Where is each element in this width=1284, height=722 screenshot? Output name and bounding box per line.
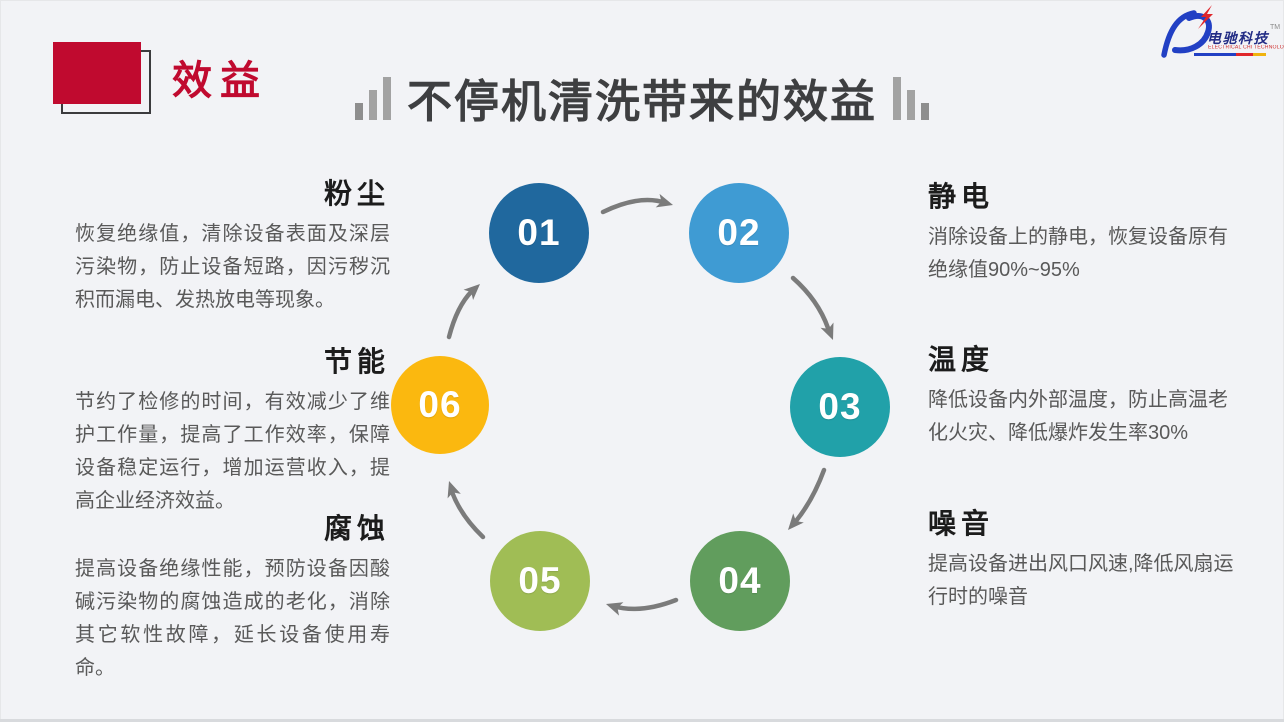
benefit-block-corrosion: 腐蚀 提高设备绝缘性能，预防设备因酸碱污染物的腐蚀造成的老化，消除其它软性故障，… bbox=[75, 513, 390, 685]
benefit-title: 静电 bbox=[928, 181, 995, 212]
benefit-block-temperature: 温度 降低设备内外部温度，防止高温老化火灾、降低爆炸发生率30% bbox=[928, 344, 1243, 450]
lightning-icon bbox=[1198, 5, 1213, 29]
benefit-block-energy: 节能 节约了检修的时间，有效减少了维护工作量，提高了工作效率，保障设备稳定运行，… bbox=[75, 346, 390, 518]
section-badge bbox=[53, 42, 141, 104]
step-number: 01 bbox=[517, 212, 561, 253]
section-title: 效益 bbox=[172, 59, 268, 103]
benefit-body: 提高设备进出风口风速,降低风扇运行时的噪音 bbox=[928, 553, 1234, 609]
slide-title-row: 不停机清洗带来的效益 bbox=[0, 70, 1284, 126]
step-circle-02: 02 bbox=[689, 183, 789, 283]
benefit-body: 提高设备绝缘性能，预防设备因酸碱污染物的腐蚀造成的老化，消除其它软性故障，延长设… bbox=[75, 558, 390, 680]
signal-bars-icon bbox=[893, 77, 929, 126]
signal-bars-icon bbox=[354, 77, 391, 126]
benefit-title: 温度 bbox=[928, 344, 995, 375]
benefit-block-dust: 粉尘 恢复绝缘值，清除设备表面及深层污染物，防止设备短路，因污秽沉积而漏电、发热… bbox=[75, 178, 390, 317]
swoosh-icon bbox=[1172, 12, 1212, 54]
benefit-title: 腐蚀 bbox=[323, 513, 390, 544]
company-logo: 电驰科技 TM ELECTRICAL CHI TECHNOLOGY bbox=[1160, 4, 1284, 60]
step-number: 03 bbox=[818, 386, 862, 427]
step-number: 05 bbox=[518, 560, 562, 601]
logo-color-bar bbox=[1194, 53, 1266, 56]
logo-subtitle: ELECTRICAL CHI TECHNOLOGY bbox=[1208, 45, 1284, 51]
logo-trademark: TM bbox=[1270, 24, 1281, 31]
step-number: 06 bbox=[418, 384, 462, 425]
step-circle-04: 04 bbox=[690, 531, 790, 631]
slide-title: 不停机清洗带来的效益 bbox=[406, 75, 877, 127]
logo-graphic bbox=[1161, 5, 1213, 58]
arrow-03-04 bbox=[793, 467, 827, 524]
benefit-title: 节能 bbox=[323, 346, 390, 377]
benefit-body: 恢复绝缘值，清除设备表面及深层污染物，防止设备短路，因污秽沉积而漏电、发热放电等… bbox=[75, 223, 390, 312]
arrowhead bbox=[447, 481, 461, 499]
arrowhead bbox=[788, 513, 804, 530]
benefit-title: 噪音 bbox=[928, 508, 995, 539]
benefit-body: 消除设备上的静电，恢复设备原有绝缘值90%~95% bbox=[928, 226, 1228, 282]
step-circle-03: 03 bbox=[790, 357, 890, 457]
step-number: 02 bbox=[717, 212, 761, 253]
arrowhead bbox=[820, 322, 834, 340]
arrow-04-05 bbox=[610, 597, 679, 612]
arrow-01-02 bbox=[600, 197, 669, 215]
benefit-block-static: 静电 消除设备上的静电，恢复设备原有绝缘值90%~95% bbox=[928, 181, 1243, 287]
arrow-02-03 bbox=[790, 275, 831, 331]
arrow-06-01 bbox=[446, 288, 475, 340]
step-circle-01: 01 bbox=[489, 183, 589, 283]
arrowhead bbox=[463, 284, 480, 301]
arrowhead bbox=[655, 193, 673, 208]
step-circle-05: 05 bbox=[490, 531, 590, 631]
benefit-body: 降低设备内外部温度，防止高温老化火灾、降低爆炸发生率30% bbox=[928, 389, 1228, 445]
step-number: 04 bbox=[718, 560, 762, 601]
logo-brand: 电驰科技 bbox=[1207, 32, 1269, 47]
benefit-block-noise: 噪音 提高设备进出风口风速,降低风扇运行时的噪音 bbox=[928, 508, 1243, 614]
benefit-body: 节约了检修的时间，有效减少了维护工作量，提高了工作效率，保障设备稳定运行，增加运… bbox=[75, 391, 390, 513]
arrow-05-06 bbox=[449, 489, 486, 540]
arrowhead bbox=[606, 602, 624, 616]
step-circle-06: 06 bbox=[391, 356, 489, 454]
swoosh-icon bbox=[1161, 10, 1197, 58]
benefit-title: 粉尘 bbox=[323, 178, 390, 209]
